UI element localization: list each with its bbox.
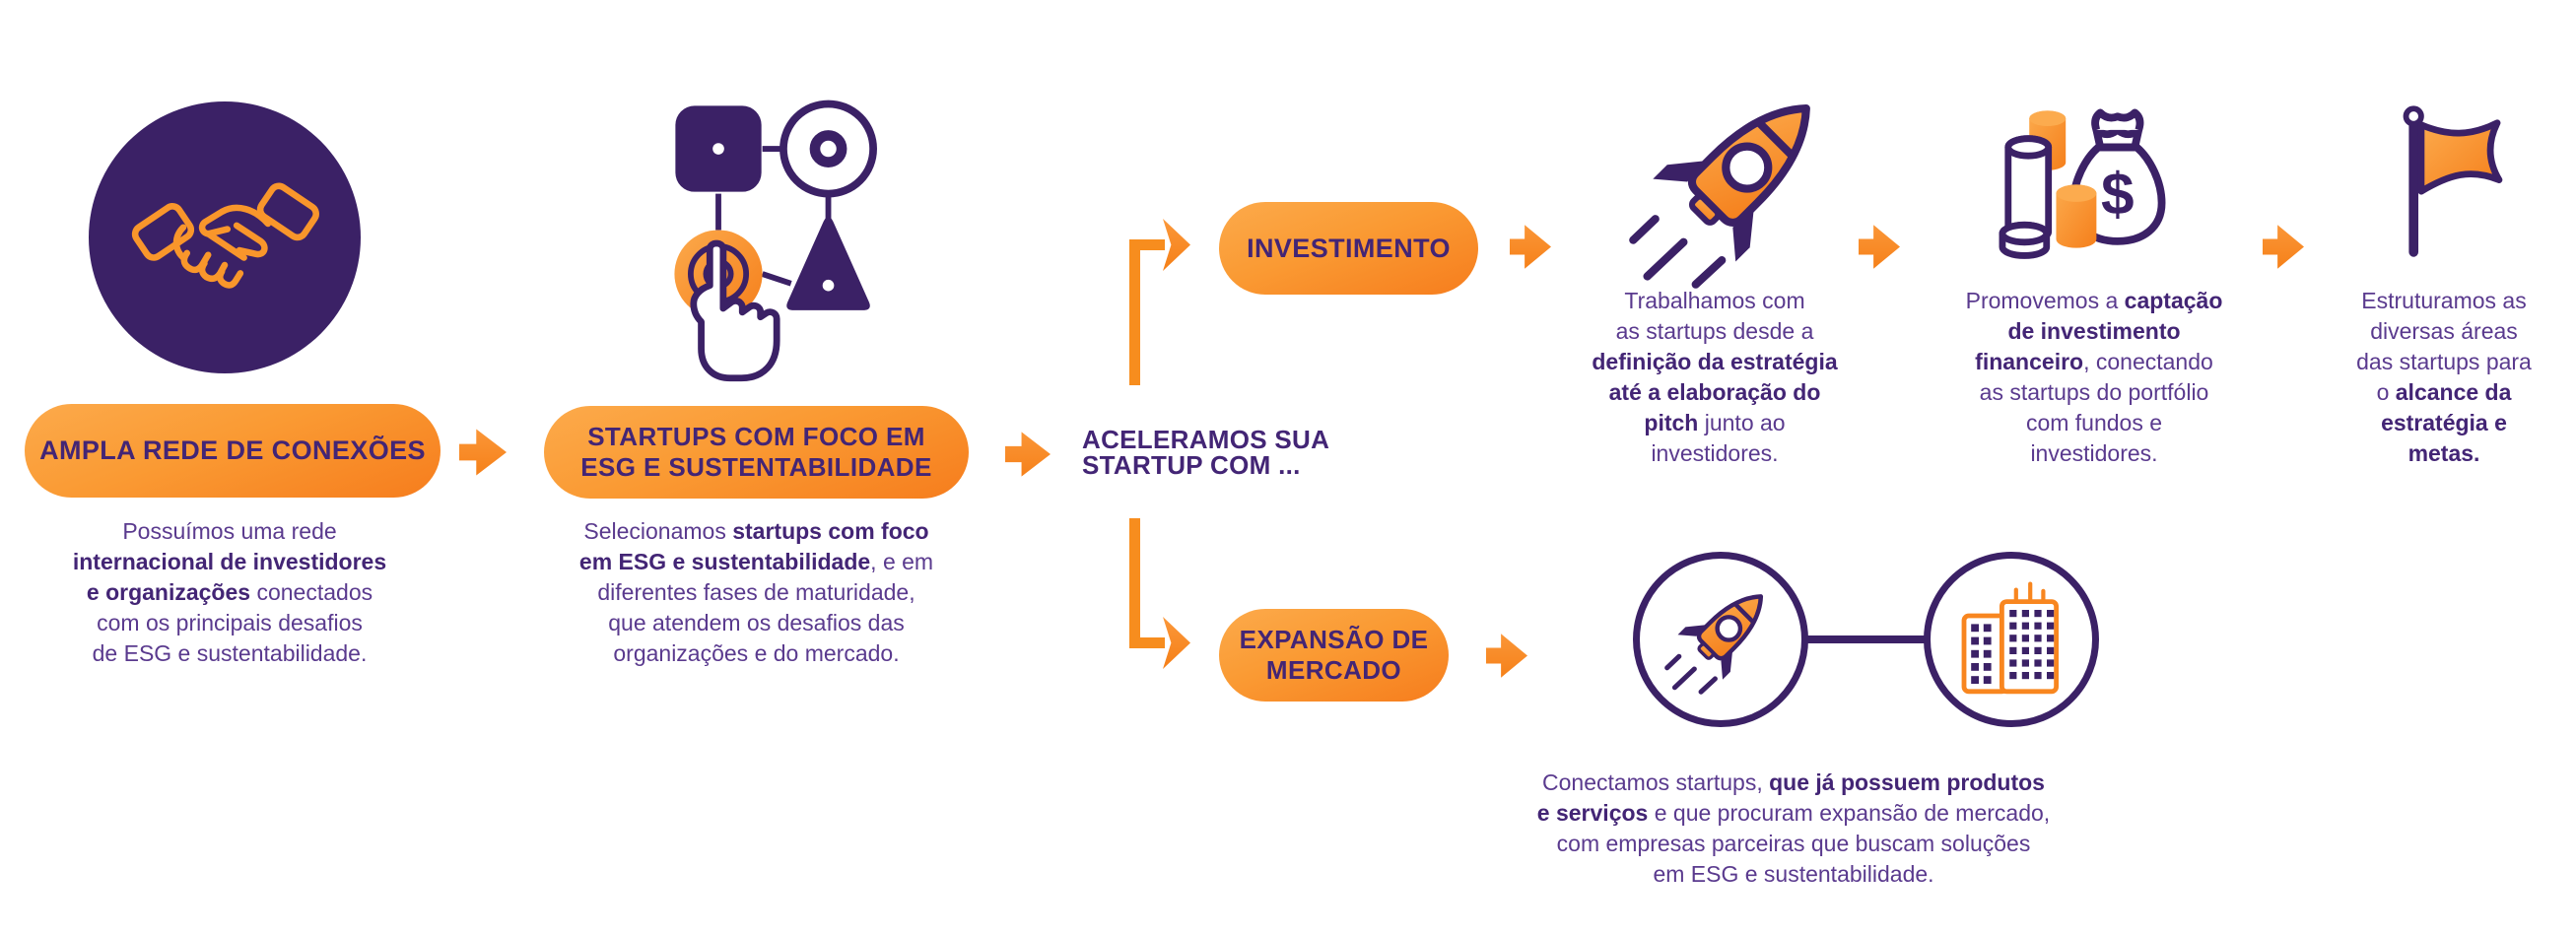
pill-startups-foco: STARTUPS COM FOCO EM ESG E SUSTENTABILID…: [544, 406, 969, 499]
svg-text:$: $: [2101, 161, 2135, 228]
connector-arrowhead-icon: [1163, 219, 1190, 271]
pill-startups-foco-label: STARTUPS COM FOCO EM ESG E SUSTENTABILID…: [580, 422, 932, 482]
pill-expansao: EXPANSÃO DE MERCADO: [1219, 609, 1449, 702]
circle-link-line: [1803, 635, 1929, 643]
flow-arrow-icon: [1859, 225, 1900, 269]
pill-ampla-rede-label: AMPLA REDE DE CONEXÕES: [39, 435, 426, 465]
rocket-icon: [1621, 87, 1843, 289]
connector-line: [1129, 239, 1165, 250]
funding-money-bag-icon: $: [1999, 97, 2183, 266]
flow-arrow-icon: [2263, 225, 2304, 269]
network-circle-badge: [89, 101, 361, 373]
pill-expansao-label: EXPANSÃO DE MERCADO: [1239, 625, 1429, 685]
connector-line: [1129, 637, 1165, 648]
flow-arrow-icon: [459, 429, 507, 476]
connector-arrowhead-icon: [1163, 617, 1190, 669]
connector-line: [1129, 239, 1140, 385]
connector-line: [1129, 518, 1140, 648]
flow-arrow-icon: [1005, 432, 1051, 477]
accelerate-label: ACELERAMOS SUA STARTUP COM ...: [1082, 425, 1330, 480]
expansion-paragraph: Conectamos startups, que já possuem prod…: [1536, 769, 2051, 887]
handshake-icon: [128, 168, 321, 306]
company-buildings-icon: [1952, 580, 2070, 699]
pill-ampla-rede: AMPLA REDE DE CONEXÕES: [25, 404, 441, 498]
pill-investimento-label: INVESTIMENTO: [1247, 233, 1451, 263]
rocket-icon: [1661, 584, 1781, 695]
pill-investimento: INVESTIMENTO: [1219, 202, 1478, 295]
process-touch-icon: [645, 87, 887, 402]
flow-arrow-icon: [1510, 225, 1551, 269]
buildings-circle-badge: [1924, 552, 2099, 727]
rocket-circle-badge: [1633, 552, 1808, 727]
goal-flag-icon: [2393, 101, 2526, 264]
flow-arrow-icon: [1486, 634, 1527, 678]
